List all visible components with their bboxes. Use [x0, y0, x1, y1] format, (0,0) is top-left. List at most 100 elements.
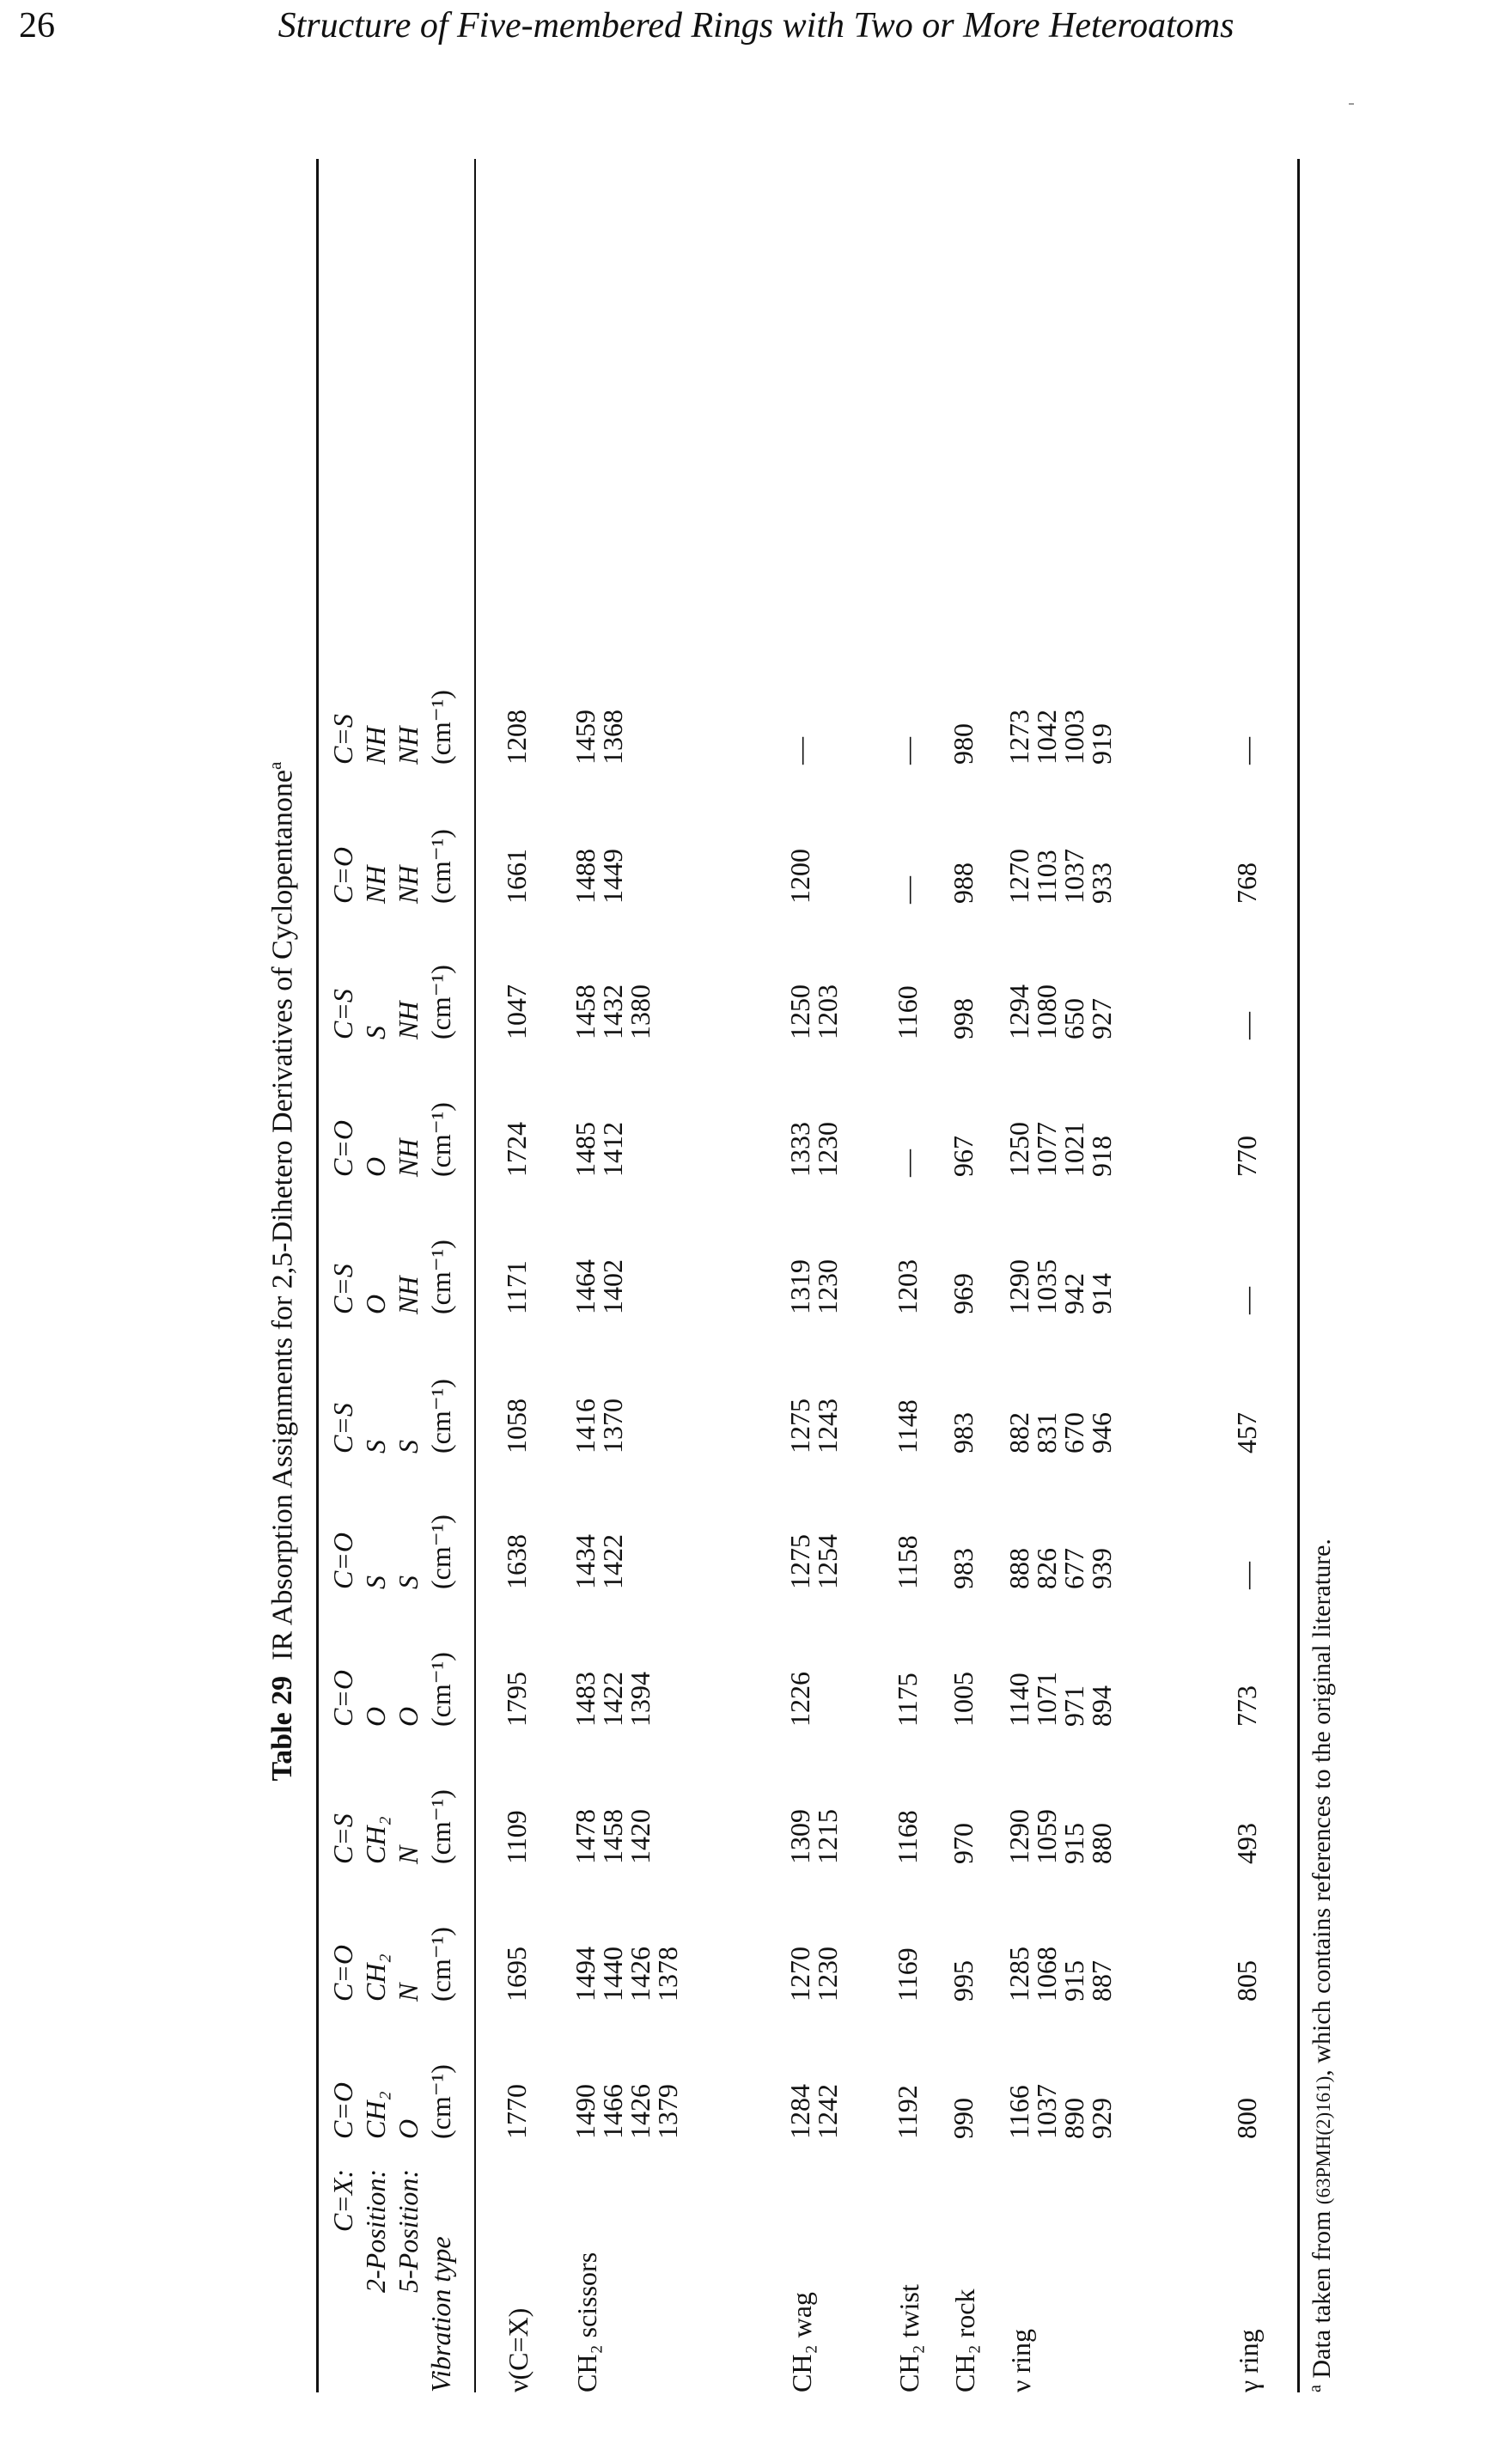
cell-value: 1416 [570, 1399, 601, 1453]
cell-value: 805 [1231, 1960, 1262, 2002]
cell-value: 1466 [597, 2084, 628, 2139]
cell-value: 1250 [1003, 1122, 1034, 1177]
column-header-cx: C=S [327, 1264, 358, 1314]
cell-value: 1230 [812, 1122, 843, 1177]
cell-value: 1140 [1003, 1673, 1034, 1727]
cell-value: 942 [1058, 1273, 1089, 1314]
cell-value: 1379 [652, 2084, 683, 2139]
cell-value: 1724 [501, 1122, 532, 1177]
table-caption: Table 29IR Absorption Assignments for 2,… [265, 150, 299, 2392]
table-cell: 457 [1231, 1412, 1262, 1453]
cell-value: 1309 [784, 1809, 815, 1864]
cell-value: 1250 [784, 984, 815, 1039]
table-cell: 1200 [784, 849, 815, 904]
column-header-unit: (cm⁻¹) [425, 1514, 456, 1589]
cell-value: 1426 [625, 2084, 655, 2139]
column-header-p5: S [393, 1440, 424, 1453]
cell-value: 1047 [501, 984, 532, 1039]
cell-value: 1494 [570, 1947, 601, 2002]
cell-value: 939 [1086, 1548, 1117, 1589]
row-label: ν(C=X) [503, 2307, 533, 2392]
cell-value: 929 [1086, 2098, 1117, 2139]
cell-value: 1459 [570, 710, 601, 765]
column-header-unit: (cm⁻¹) [425, 965, 456, 1039]
table-cell: 1208 [501, 710, 532, 765]
column-header-p2: O [360, 1294, 391, 1314]
cell-value: 1420 [625, 1809, 655, 1864]
table-cell: 1169 [892, 1947, 923, 2002]
cell-value: 967 [948, 1136, 979, 1177]
table-label: Table 29 [266, 1675, 299, 1782]
cell-value: 1175 [892, 1673, 923, 1727]
cell-value: 1158 [892, 1535, 923, 1589]
cell-value: 1270 [1003, 849, 1034, 904]
table-cell: 998 [948, 998, 979, 1039]
cell-value: 1458 [597, 1809, 628, 1864]
cell-value: 1077 [1031, 1122, 1062, 1177]
cell-value: 1795 [501, 1672, 532, 1727]
column-header-p5: NH [393, 865, 424, 904]
column-header-unit: (cm⁻¹) [425, 1102, 456, 1177]
cell-value: 826 [1031, 1548, 1062, 1589]
running-head: Structure of Five-membered Rings with Tw… [277, 6, 1235, 46]
cell-value: 969 [948, 1273, 979, 1314]
table-cell: 1226 [784, 1672, 815, 1727]
column-header-cx: C=O [327, 846, 358, 904]
footnote-text-before: Data taken from [1308, 2210, 1336, 2379]
rotated-table-block: Table 29IR Absorption Assignments for 2,… [258, 150, 1426, 2392]
cell-value: 770 [1231, 1136, 1262, 1177]
cell-value: 1483 [570, 1672, 601, 1727]
cell-value: 970 [948, 1823, 979, 1864]
cell-value: 1071 [1031, 1672, 1062, 1727]
cell-value: 1058 [501, 1399, 532, 1453]
cell-value: — [1231, 1562, 1262, 1589]
cell-value: 1333 [784, 1122, 815, 1177]
cell-value: 1160 [892, 985, 923, 1039]
cell-value: 880 [1086, 1823, 1117, 1864]
cell-value: 918 [1086, 1136, 1117, 1177]
cell-value: 1434 [570, 1534, 601, 1589]
cell-value: 1270 [784, 1947, 815, 2002]
cell-value: 933 [1086, 862, 1117, 904]
cell-value: 1103 [1031, 850, 1062, 904]
column-header-p2: S [360, 1575, 391, 1589]
footnote-reference: (63PMH(2)161) [1313, 2075, 1334, 2205]
table-cell: 773 [1231, 1685, 1262, 1727]
table-cell: — [784, 737, 815, 765]
stub-header-pos5: 5-Position: [393, 2169, 424, 2293]
stub-header-cx: C=X: [327, 2169, 358, 2233]
table-cell: 1724 [501, 1122, 532, 1177]
cell-value: 1661 [501, 849, 532, 904]
table-cell: — [1231, 1012, 1262, 1039]
cell-value: 1003 [1058, 710, 1089, 765]
table-cell: 1005 [948, 1672, 979, 1727]
column-header-p5: N [393, 1845, 424, 1864]
table-cell: — [892, 876, 923, 904]
cell-value: 1203 [812, 984, 843, 1039]
cell-value: 1035 [1031, 1259, 1062, 1314]
cell-value: 1243 [812, 1399, 843, 1453]
cell-value: 915 [1058, 1823, 1089, 1864]
stub-header-pos2: 2-Position: [360, 2169, 391, 2293]
column-header-unit: (cm⁻¹) [425, 690, 456, 765]
cell-value: 1378 [652, 1947, 683, 2002]
column-header-unit: (cm⁻¹) [425, 1789, 456, 1864]
